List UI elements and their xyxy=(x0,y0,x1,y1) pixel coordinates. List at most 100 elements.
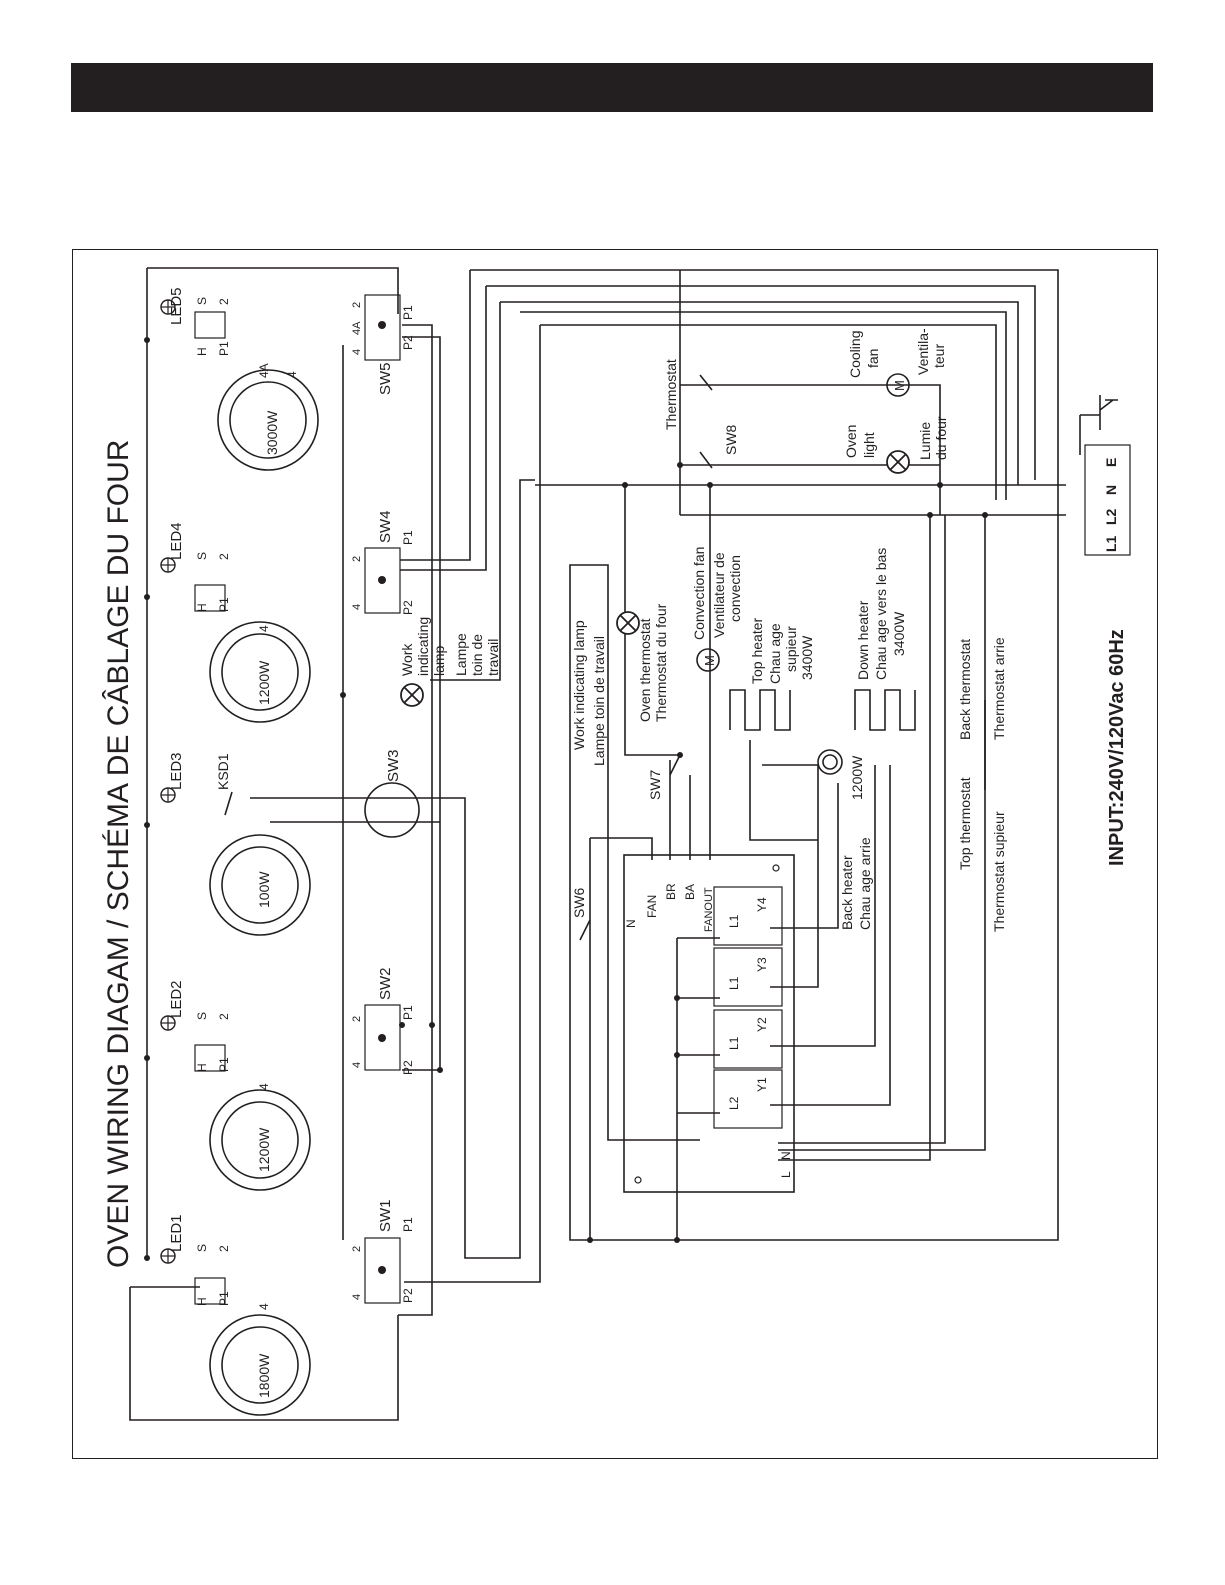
oven-light: Oven light Lumie du four xyxy=(843,416,949,474)
burner-watts: 1200W xyxy=(256,1127,272,1172)
svg-text:Down heater: Down heater xyxy=(855,600,871,680)
thermostat: Thermostat xyxy=(663,359,713,430)
led-3: LED3 xyxy=(160,752,185,803)
convection-fan: M Convection fan Ventilateur de convecti… xyxy=(691,547,743,672)
svg-text:SW6: SW6 xyxy=(571,887,587,918)
svg-text:SW4: SW4 xyxy=(377,510,394,543)
svg-text:Y3: Y3 xyxy=(755,957,769,972)
svg-text:H: H xyxy=(195,1297,209,1306)
sw1: SW1 P1 P2 2 4 xyxy=(351,1199,415,1304)
svg-text:3400W: 3400W xyxy=(891,611,907,656)
input-label: INPUT:240V/120Vac 60Hz xyxy=(1106,629,1128,866)
svg-text:2: 2 xyxy=(351,302,363,308)
wiring xyxy=(129,267,1100,1421)
down-heater: Down heater Chau age vers le bas 3400W xyxy=(854,548,916,731)
svg-text:L2: L2 xyxy=(727,1096,741,1110)
burner-watts: 3000W xyxy=(264,410,280,455)
sw7: SW7 xyxy=(647,754,681,800)
svg-text:S: S xyxy=(195,552,209,560)
svg-text:P2: P2 xyxy=(401,1288,415,1303)
svg-text:Cooling: Cooling xyxy=(847,331,863,378)
control-1: H P1 S 2 xyxy=(194,1244,231,1306)
svg-text:L1: L1 xyxy=(727,914,741,928)
svg-text:fan: fan xyxy=(865,349,881,368)
svg-text:S: S xyxy=(195,1012,209,1020)
svg-text:LED1: LED1 xyxy=(168,1214,185,1252)
svg-text:travail: travail xyxy=(485,639,501,676)
led-5: LED5 xyxy=(160,287,185,325)
svg-text:L1: L1 xyxy=(1103,535,1119,552)
svg-text:P1: P1 xyxy=(401,1005,415,1020)
svg-text:E: E xyxy=(1103,458,1119,467)
svg-text:N: N xyxy=(624,919,638,928)
svg-text:H: H xyxy=(195,1063,209,1072)
sw2: SW2 P1 P2 2 4 xyxy=(351,967,415,1075)
svg-text:2: 2 xyxy=(217,1245,231,1252)
svg-text:Chau age: Chau age xyxy=(767,623,783,684)
svg-text:SW7: SW7 xyxy=(647,769,663,800)
svg-text:Top heater: Top heater xyxy=(749,618,765,684)
svg-text:Thermostat supieur: Thermostat supieur xyxy=(991,811,1007,932)
svg-text:3400W: 3400W xyxy=(799,635,815,680)
sw3: SW3 xyxy=(364,749,420,838)
svg-text:M: M xyxy=(702,655,717,666)
svg-text:Work: Work xyxy=(399,643,415,676)
svg-text:SW8: SW8 xyxy=(723,424,739,455)
svg-text:LED2: LED2 xyxy=(168,980,185,1018)
svg-text:KSD1: KSD1 xyxy=(215,753,231,790)
svg-text:LED4: LED4 xyxy=(168,522,185,560)
svg-text:toin de: toin de xyxy=(469,634,485,676)
control-2: H P1 S 2 xyxy=(194,1012,231,1072)
svg-text:indicating: indicating xyxy=(415,617,431,676)
svg-text:supieur: supieur xyxy=(783,626,799,672)
svg-text:SW3: SW3 xyxy=(385,749,402,782)
burner-watts: 100W xyxy=(256,871,272,908)
back-thermostat: Back thermostat Thermostat arrie xyxy=(957,637,1007,740)
ground-icon xyxy=(1099,395,1118,430)
top-heater: Top heater Chau age supieur 3400W xyxy=(729,618,815,731)
svg-text:4A: 4A xyxy=(351,321,363,335)
svg-text:P1: P1 xyxy=(217,597,231,612)
svg-text:Convection fan: Convection fan xyxy=(691,547,707,640)
svg-text:P1: P1 xyxy=(217,1057,231,1072)
svg-text:4: 4 xyxy=(351,604,363,610)
svg-text:L2: L2 xyxy=(1103,508,1119,525)
svg-text:P1: P1 xyxy=(401,530,415,545)
svg-text:L: L xyxy=(779,1171,793,1178)
svg-text:2: 2 xyxy=(217,1013,231,1020)
svg-text:LED3: LED3 xyxy=(168,752,185,790)
svg-text:2: 2 xyxy=(217,553,231,560)
diagram-title: OVEN WIRING DIAGAM / SCHÉMA DE CÂBLAGE D… xyxy=(102,440,135,1268)
svg-text:2: 2 xyxy=(217,298,231,305)
sw4: SW4 P1 P2 2 4 xyxy=(351,510,415,615)
burner-5: 3000W 4A 4 xyxy=(217,363,319,471)
svg-text:FANOUT: FANOUT xyxy=(703,887,715,932)
led-2: LED2 xyxy=(160,980,185,1031)
svg-text:Thermostat arrie: Thermostat arrie xyxy=(991,637,1007,740)
svg-text:SW5: SW5 xyxy=(377,362,394,395)
svg-text:BA: BA xyxy=(683,884,697,900)
svg-text:S: S xyxy=(195,297,209,305)
svg-text:P1: P1 xyxy=(401,1217,415,1232)
svg-text:Y1: Y1 xyxy=(755,1077,769,1092)
svg-text:4: 4 xyxy=(351,1062,363,1068)
svg-text:P1: P1 xyxy=(217,341,231,356)
svg-text:Lampe: Lampe xyxy=(453,633,469,676)
svg-text:Work indicating lamp: Work indicating lamp xyxy=(571,620,587,750)
work-lamp-2: Work indicating lamp Lampe toin de trava… xyxy=(571,611,640,766)
svg-text:SW2: SW2 xyxy=(377,967,394,1000)
sw8: SW8 xyxy=(699,424,739,469)
svg-text:Thermostat du four: Thermostat du four xyxy=(653,603,669,722)
svg-text:M: M xyxy=(892,380,907,391)
svg-text:H: H xyxy=(195,347,209,356)
top-thermostat: Top thermostat Thermostat supieur xyxy=(957,777,1007,932)
svg-text:Chau age arrie: Chau age arrie xyxy=(857,837,873,930)
svg-text:Back thermostat: Back thermostat xyxy=(957,639,973,740)
svg-text:4: 4 xyxy=(257,1303,271,1310)
svg-text:P1: P1 xyxy=(217,1291,231,1306)
burner-4: 1200W 4 xyxy=(209,621,311,723)
svg-text:4: 4 xyxy=(257,625,271,632)
svg-text:Y4: Y4 xyxy=(755,897,769,912)
svg-text:Y2: Y2 xyxy=(755,1017,769,1032)
